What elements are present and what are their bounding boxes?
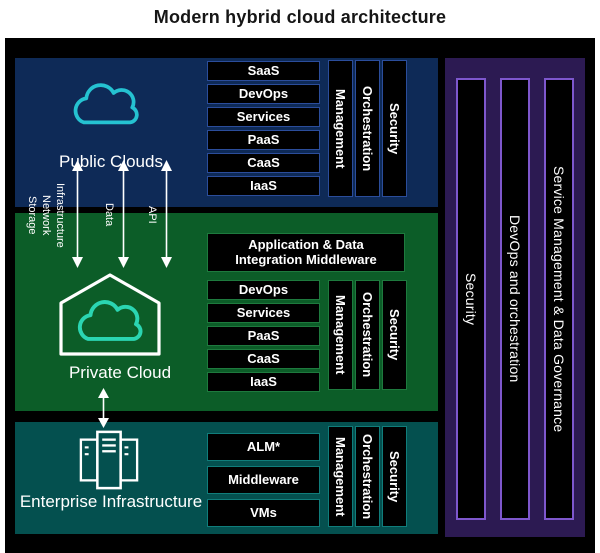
page-title: Modern hybrid cloud architecture [153, 7, 447, 27]
service-box-caas: CaaS [207, 153, 320, 173]
bar-orchestration: Orchestration [355, 426, 380, 527]
private-cloud-label: Private Cloud [68, 363, 172, 382]
panel-bar-service-management-governance: Service Management & Data Governance [544, 78, 574, 520]
cloud-icon [73, 83, 139, 125]
panel-bar-security: Security [456, 78, 486, 520]
architecture-diagram: Public Clouds SaaS DevOps Services PaaS … [5, 38, 595, 553]
bar-security: Security [382, 426, 407, 527]
service-box-caas: CaaS [207, 349, 320, 369]
service-box-iaas: IaaS [207, 176, 320, 196]
service-box-services: Services [207, 303, 320, 323]
bar-security: Security [382, 280, 407, 390]
bar-management: Management [328, 426, 353, 527]
connector-label-infrastructure: Infrastructure Network Storage [26, 182, 66, 248]
arrow-infrastructure [72, 160, 83, 268]
arrow-private-enterprise [98, 388, 109, 428]
service-box-saas: SaaS [207, 61, 320, 81]
connector-label-data: Data [103, 203, 115, 227]
section-public-clouds: Public Clouds SaaS DevOps Services PaaS … [15, 58, 438, 207]
service-box-services: Services [207, 107, 320, 127]
middleware-integration-box: Application & Data Integration Middlewar… [207, 233, 405, 272]
panel-bar-devops-orchestration: DevOps and orchestration [500, 78, 530, 520]
connector-label-api: API [146, 206, 158, 224]
arrow-api [161, 160, 172, 268]
service-box-devops: DevOps [207, 84, 320, 104]
house-cloud-icon [59, 273, 161, 356]
section-private-cloud: Private Cloud Application & Data Integra… [15, 213, 438, 411]
public-clouds-label: Public Clouds [59, 152, 163, 171]
service-box-paas: PaaS [207, 326, 320, 346]
bar-management: Management [328, 280, 353, 390]
bar-management: Management [328, 60, 353, 197]
server-rack-icon [79, 430, 139, 490]
service-box-vms: VMs [207, 499, 320, 527]
service-box-iaas: IaaS [207, 372, 320, 392]
service-box-paas: PaaS [207, 130, 320, 150]
enterprise-infrastructure-label: Enterprise Infrastructure [19, 492, 203, 511]
bar-orchestration: Orchestration [355, 60, 380, 197]
arrow-data [118, 160, 129, 268]
bar-orchestration: Orchestration [355, 280, 380, 390]
service-box-devops: DevOps [207, 280, 320, 300]
service-box-middleware: Middleware [207, 466, 320, 494]
cross-cutting-panel: Security DevOps and orchestration Servic… [445, 58, 585, 537]
bar-security: Security [382, 60, 407, 197]
service-box-alm: ALM* [207, 433, 320, 461]
section-enterprise-infrastructure: Enterprise Infrastructure ALM* Middlewar… [15, 422, 438, 534]
